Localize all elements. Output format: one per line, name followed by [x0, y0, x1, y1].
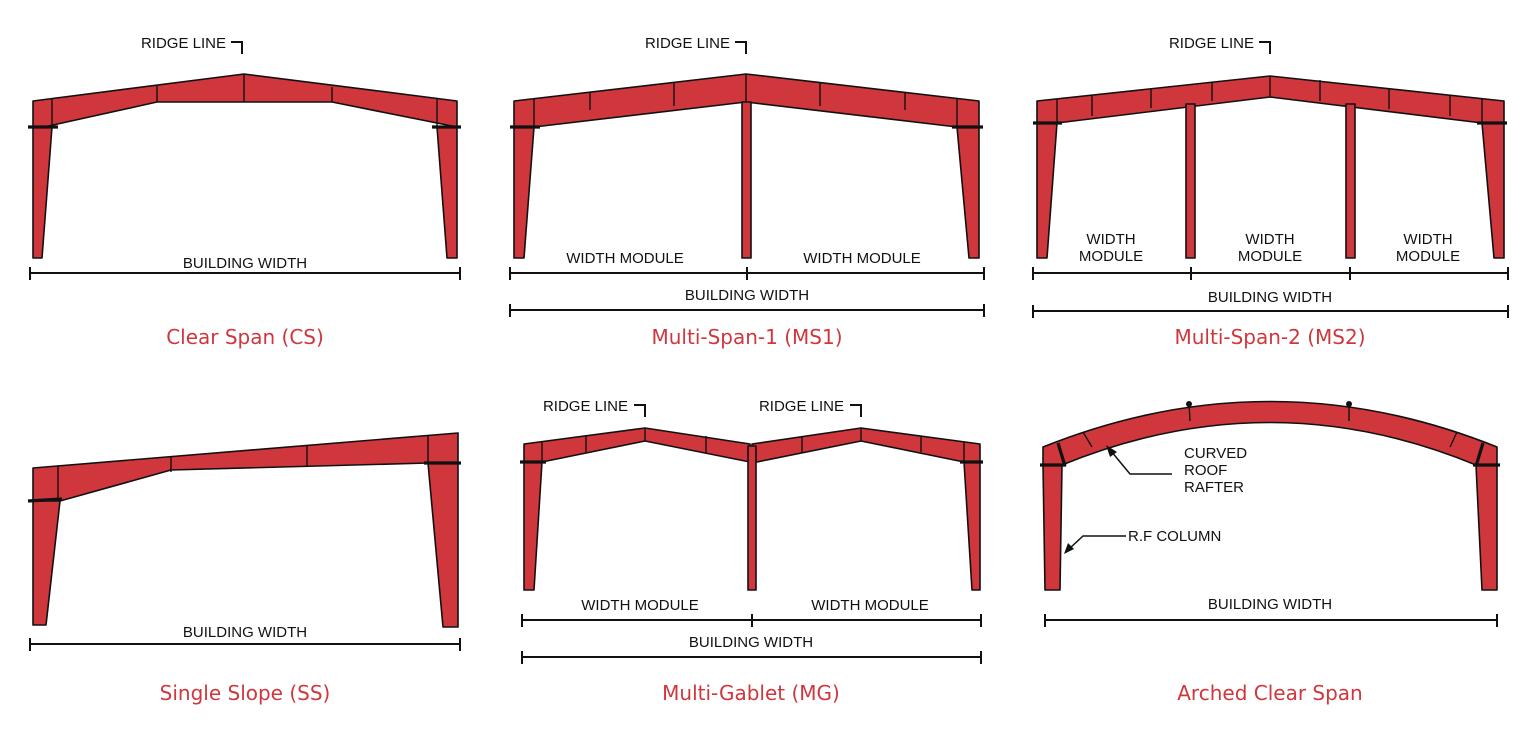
rf-column-leader — [1064, 535, 1126, 554]
multi-span-2-module-3-label-line2: MODULE — [1396, 248, 1460, 265]
multi-span-2-frame — [1033, 75, 1507, 259]
multi-span-2-width-label: BUILDING WIDTH — [1208, 289, 1332, 306]
clear-span-diagram: RIDGE LINE BUILDING WIDTH Clear Span (CS… — [28, 35, 461, 349]
multi-span-1-ridge-marker — [735, 41, 747, 54]
single-slope-diagram: BUILDING WIDTH Single Slope (SS) — [27, 432, 461, 705]
multi-gable-module-dimension — [521, 614, 982, 627]
curved-roof-rafter-label-line1: CURVED — [1184, 445, 1247, 462]
multi-gable-ridge-marker-left — [634, 404, 646, 417]
arched-clear-span-width-dimension — [1044, 614, 1498, 627]
single-slope-width-label: BUILDING WIDTH — [183, 624, 307, 641]
multi-span-2-ridge-marker — [1259, 41, 1271, 54]
multi-span-2-module-2-label-line2: MODULE — [1238, 248, 1302, 265]
rf-column-label: R.F COLUMN — [1128, 528, 1221, 545]
multi-gable-ridge-label-left: RIDGE LINE — [543, 398, 628, 415]
clear-span-caption: Clear Span (CS) — [166, 325, 324, 349]
single-slope-caption: Single Slope (SS) — [160, 681, 331, 705]
multi-span-1-diagram: RIDGE LINE WIDTH MODULE WIDTH MODULE BUI… — [509, 35, 985, 349]
multi-gable-width-label: BUILDING WIDTH — [689, 634, 813, 651]
clear-span-width-label: BUILDING WIDTH — [183, 255, 307, 272]
multi-span-1-width-dimension — [509, 304, 985, 317]
single-slope-width-dimension — [29, 638, 461, 651]
arched-clear-span-width-label: BUILDING WIDTH — [1208, 596, 1332, 613]
multi-span-2-diagram: RIDGE LINE WIDTH MODULE WIDTH MODULE WID… — [1032, 35, 1509, 349]
arched-clear-span-diagram: CURVED ROOF RAFTER R.F COLUMN BUILDING W… — [1040, 400, 1500, 705]
multi-span-2-module-2-label-line1: WIDTH — [1245, 231, 1294, 248]
multi-gable-diagram: RIDGE LINE RIDGE LINE WIDTH MODULE WIDTH… — [520, 398, 983, 705]
multi-gable-module-left-label: WIDTH MODULE — [581, 597, 699, 614]
clear-span-frame — [28, 73, 461, 259]
single-slope-frame — [27, 432, 461, 628]
multi-span-2-module-3-label-line1: WIDTH — [1403, 231, 1452, 248]
multi-span-2-caption: Multi-Span-2 (MS2) — [1174, 325, 1365, 349]
multi-gable-width-dimension — [521, 651, 982, 664]
arched-clear-span-frame — [1040, 400, 1500, 591]
multi-span-1-module-right-label: WIDTH MODULE — [803, 250, 921, 267]
arched-clear-span-caption: Arched Clear Span — [1177, 681, 1362, 705]
clear-span-width-dimension — [29, 267, 461, 280]
multi-span-1-frame — [510, 73, 983, 259]
multi-gable-ridge-marker-right — [850, 404, 862, 417]
multi-span-1-module-left-label: WIDTH MODULE — [566, 250, 684, 267]
multi-gable-ridge-label-right: RIDGE LINE — [759, 398, 844, 415]
multi-span-2-module-1-label-line1: WIDTH — [1086, 231, 1135, 248]
multi-span-2-module-dimension — [1032, 267, 1509, 280]
multi-span-1-ridge-label: RIDGE LINE — [645, 35, 730, 52]
curved-roof-rafter-label-line3: RAFTER — [1184, 479, 1244, 496]
curved-roof-rafter-leader — [1106, 445, 1172, 475]
curved-roof-rafter-label-line2: ROOF — [1184, 462, 1227, 479]
multi-gable-caption: Multi-Gablet (MG) — [662, 681, 840, 705]
multi-span-2-ridge-label: RIDGE LINE — [1169, 35, 1254, 52]
multi-span-1-width-label: BUILDING WIDTH — [685, 287, 809, 304]
clear-span-ridge-label: RIDGE LINE — [141, 35, 226, 52]
multi-span-1-caption: Multi-Span-1 (MS1) — [651, 325, 842, 349]
multi-span-1-module-dimension — [509, 267, 985, 280]
clear-span-ridge-marker — [231, 41, 243, 54]
multi-span-2-module-1-label-line2: MODULE — [1079, 248, 1143, 265]
multi-gable-frame — [520, 427, 983, 591]
multi-gable-module-right-label: WIDTH MODULE — [811, 597, 929, 614]
multi-span-2-width-dimension — [1032, 305, 1509, 318]
